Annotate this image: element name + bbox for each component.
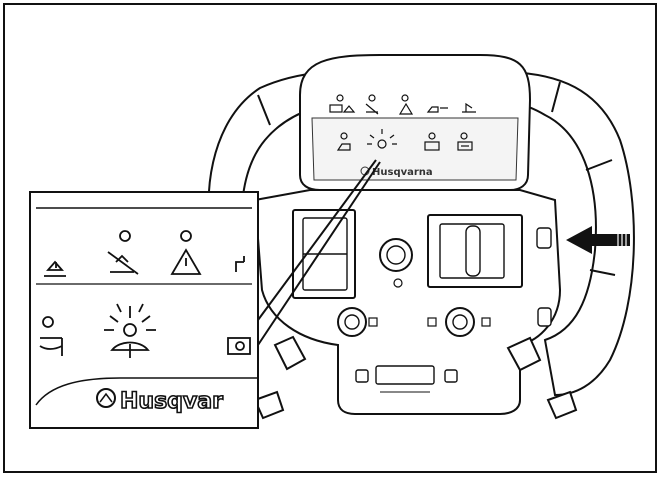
- blade-light-icon: [367, 129, 397, 149]
- engine-icon: [329, 104, 356, 113]
- callout-leader: [257, 159, 381, 346]
- operator-present-icon: [44, 260, 66, 277]
- warning-triangle-icon: [398, 102, 414, 115]
- side-button-lower: [537, 307, 552, 327]
- panel-top-row: [329, 94, 476, 115]
- console-body: [253, 189, 562, 415]
- panel-logo-text: Husqvarna: [372, 167, 433, 178]
- callout-row-2: [39, 303, 251, 358]
- display-panel: Husqvarna: [299, 54, 532, 191]
- no-operator-icon: [107, 251, 139, 275]
- callout-husqvarna-logo: Husqvar: [96, 388, 224, 415]
- hour-meter: [375, 365, 435, 385]
- right-rocker: [465, 225, 481, 277]
- blade-light-icon: [104, 303, 156, 358]
- operator-seat-icon: [462, 102, 476, 113]
- callout-row-1: [44, 230, 245, 277]
- side-button: [536, 227, 552, 249]
- husqvarna-logo: Husqvarna: [360, 166, 433, 178]
- panel-bottom-row: [336, 129, 473, 151]
- temperature-icon: [457, 141, 473, 151]
- oil-can-icon: [426, 106, 448, 113]
- small-button-left: [355, 369, 369, 383]
- oil-can-icon: [235, 256, 245, 272]
- fuel-icon: [336, 143, 351, 151]
- battery-icon: [227, 337, 251, 355]
- fuel-icon: [39, 337, 63, 356]
- callout-zoom-box: Husqvar: [29, 191, 259, 429]
- no-operator-icon: [365, 103, 379, 115]
- console-feet: [253, 335, 578, 420]
- pointer-arrow: [566, 226, 630, 254]
- battery-icon: [424, 141, 440, 151]
- warning-triangle-icon: [170, 248, 202, 275]
- small-button-right: [444, 369, 458, 383]
- callout-logo-text: Husqvar: [120, 389, 223, 414]
